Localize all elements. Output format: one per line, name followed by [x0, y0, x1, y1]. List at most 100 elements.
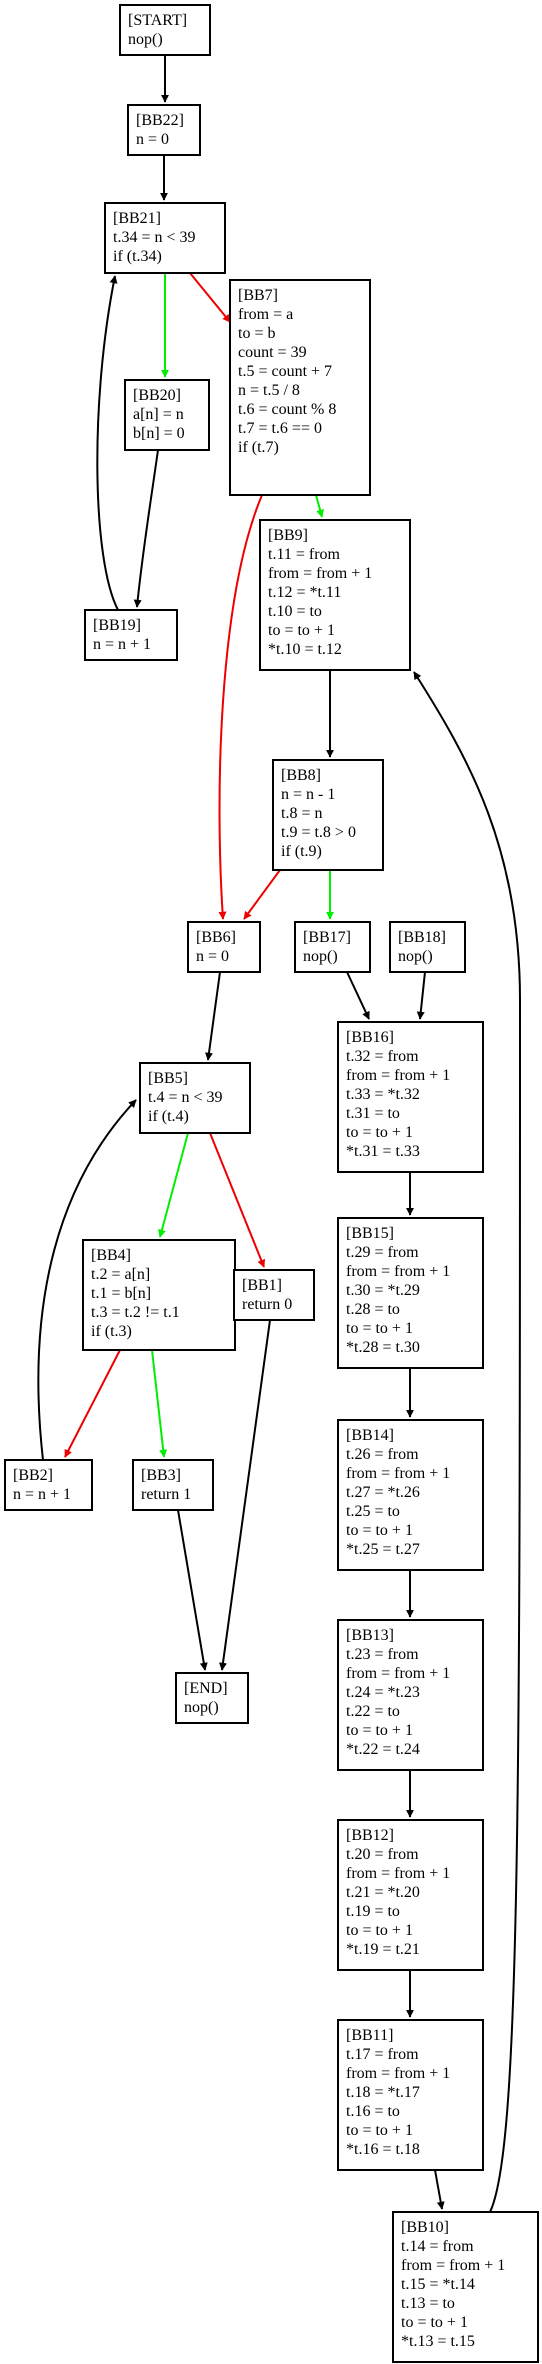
node-statement: t.14 = from: [401, 2238, 474, 2255]
node-box: [132, 1459, 214, 1511]
node-statement: if (t.7): [238, 439, 279, 456]
node-box: [104, 202, 226, 274]
nodes-layer: [START]nop()[BB22]n = 0[BB21]t.34 = n < …: [4, 4, 539, 2363]
node-box: [119, 4, 211, 56]
node-statement: n = 0: [136, 131, 169, 148]
node-statement: t.24 = *t.23: [346, 1684, 420, 1701]
edge-bb10-to-bb9: [413, 671, 522, 2213]
node-bb19: [BB19] n = n + 1: [84, 609, 178, 661]
node-box: [259, 519, 411, 671]
node-box: [337, 1619, 484, 1771]
node-box: [337, 1819, 484, 1971]
node-box: [389, 921, 466, 973]
node-statement: to = to + 1: [346, 1522, 413, 1539]
node-label: [BB14]: [346, 1427, 394, 1444]
node-statement: t.29 = from: [346, 1244, 419, 1261]
node-label: [BB1]: [242, 1277, 282, 1294]
node-bb18: [BB18]nop(): [389, 921, 466, 973]
node-statement: to = to + 1: [268, 622, 335, 639]
node-box: [337, 2019, 484, 2171]
node-bb4: [BB4]t.2 = a[n]t.1 = b[n]t.3 = t.2 != t.…: [82, 1239, 236, 1351]
node-statement: t.9 = t.8 > 0: [281, 824, 356, 841]
node-label: [BB16]: [346, 1029, 394, 1046]
node-statement: t.11 = from: [268, 546, 341, 563]
node-label: [BB13]: [346, 1627, 394, 1644]
node-statement: from = from + 1: [346, 1465, 450, 1482]
node-label: [START]: [128, 12, 187, 29]
node-box: [175, 1672, 249, 1724]
node-bb20: [BB20]a[n] = nb[n] = 0: [124, 379, 210, 451]
edge-bb1-to-end: [219, 1319, 271, 1671]
node-statement: from = from + 1: [346, 1067, 450, 1084]
node-statement: *t.13 = t.15: [401, 2333, 475, 2350]
node-statement: t.27 = *t.26: [346, 1484, 420, 1501]
node-label: [BB9]: [268, 527, 308, 544]
node-statement: return 0: [242, 1296, 292, 1313]
node-statement: to = to + 1: [401, 2314, 468, 2331]
node-statement: t.7 = t.6 == 0: [238, 420, 322, 437]
node-statement: t.17 = from: [346, 2046, 419, 2063]
node-box: [124, 379, 210, 451]
node-statement: t.20 = from: [346, 1846, 419, 1863]
edge-bb19-to-bb21: [96, 275, 119, 611]
node-label: [BB18]: [398, 929, 446, 946]
node-box: [229, 279, 371, 496]
node-start: [START]nop(): [119, 4, 211, 56]
node-statement: if (t.34): [113, 248, 162, 265]
node-statement: n = n - 1: [281, 786, 335, 803]
node-bb6: [BB6]n = 0: [187, 921, 261, 973]
node-statement: to = to + 1: [346, 1320, 413, 1337]
node-statement: nop(): [303, 948, 338, 965]
node-label: [BB7]: [238, 287, 278, 304]
edge-bb20-to-bb19: [133, 449, 159, 608]
edge-bb4-to-bb2: [64, 1349, 121, 1458]
node-statement: n = n + 1: [93, 636, 151, 653]
node-bb22: [BB22]n = 0: [127, 104, 201, 156]
edge-bb7-to-bb6: [218, 494, 263, 920]
node-label: [END]: [184, 1680, 228, 1697]
node-statement: from = from + 1: [346, 2065, 450, 2082]
edge-bb17-to-bb16: [346, 971, 370, 1020]
edge-bb21-to-bb7: [189, 272, 231, 323]
node-label: [BB2]: [13, 1467, 53, 1484]
node-statement: t.1 = b[n]: [91, 1285, 151, 1302]
node-statement: *t.19 = t.21: [346, 1941, 420, 1958]
node-box: [82, 1239, 236, 1351]
node-statement: t.30 = *t.29: [346, 1282, 420, 1299]
node-statement: t.12 = *t.11: [268, 584, 341, 601]
node-statement: t.26 = from: [346, 1446, 419, 1463]
node-box: [294, 921, 371, 973]
node-statement: if (t.9): [281, 843, 322, 860]
node-statement: t.10 = to: [268, 603, 322, 620]
node-box: [4, 1459, 93, 1511]
node-statement: n = t.5 / 8: [238, 382, 300, 399]
node-label: [BB3]: [141, 1467, 181, 1484]
edge-bb5-to-bb4: [158, 1132, 189, 1238]
node-box: [139, 1062, 251, 1134]
node-box: [337, 1021, 484, 1173]
node-statement: from = from + 1: [346, 1263, 450, 1280]
node-box: [233, 1269, 315, 1321]
edge-bb2-to-bb5: [37, 1099, 137, 1461]
node-statement: if (t.3): [91, 1323, 132, 1340]
node-statement: b[n] = 0: [133, 425, 185, 442]
node-label: [BB15]: [346, 1225, 394, 1242]
node-statement: t.2 = a[n]: [91, 1266, 150, 1283]
node-statement: to = to + 1: [346, 1922, 413, 1939]
node-statement: a[n] = n: [133, 406, 184, 423]
node-statement: to = to + 1: [346, 2122, 413, 2139]
node-statement: t.33 = *t.32: [346, 1086, 420, 1103]
node-statement: t.19 = to: [346, 1903, 400, 1920]
node-box: [392, 2211, 539, 2363]
edge-bb18-to-bb16: [416, 971, 426, 1020]
node-label: [BB12]: [346, 1827, 394, 1844]
node-label: [BB19]: [93, 617, 141, 634]
node-bb1: [BB1] return 0: [233, 1269, 315, 1321]
